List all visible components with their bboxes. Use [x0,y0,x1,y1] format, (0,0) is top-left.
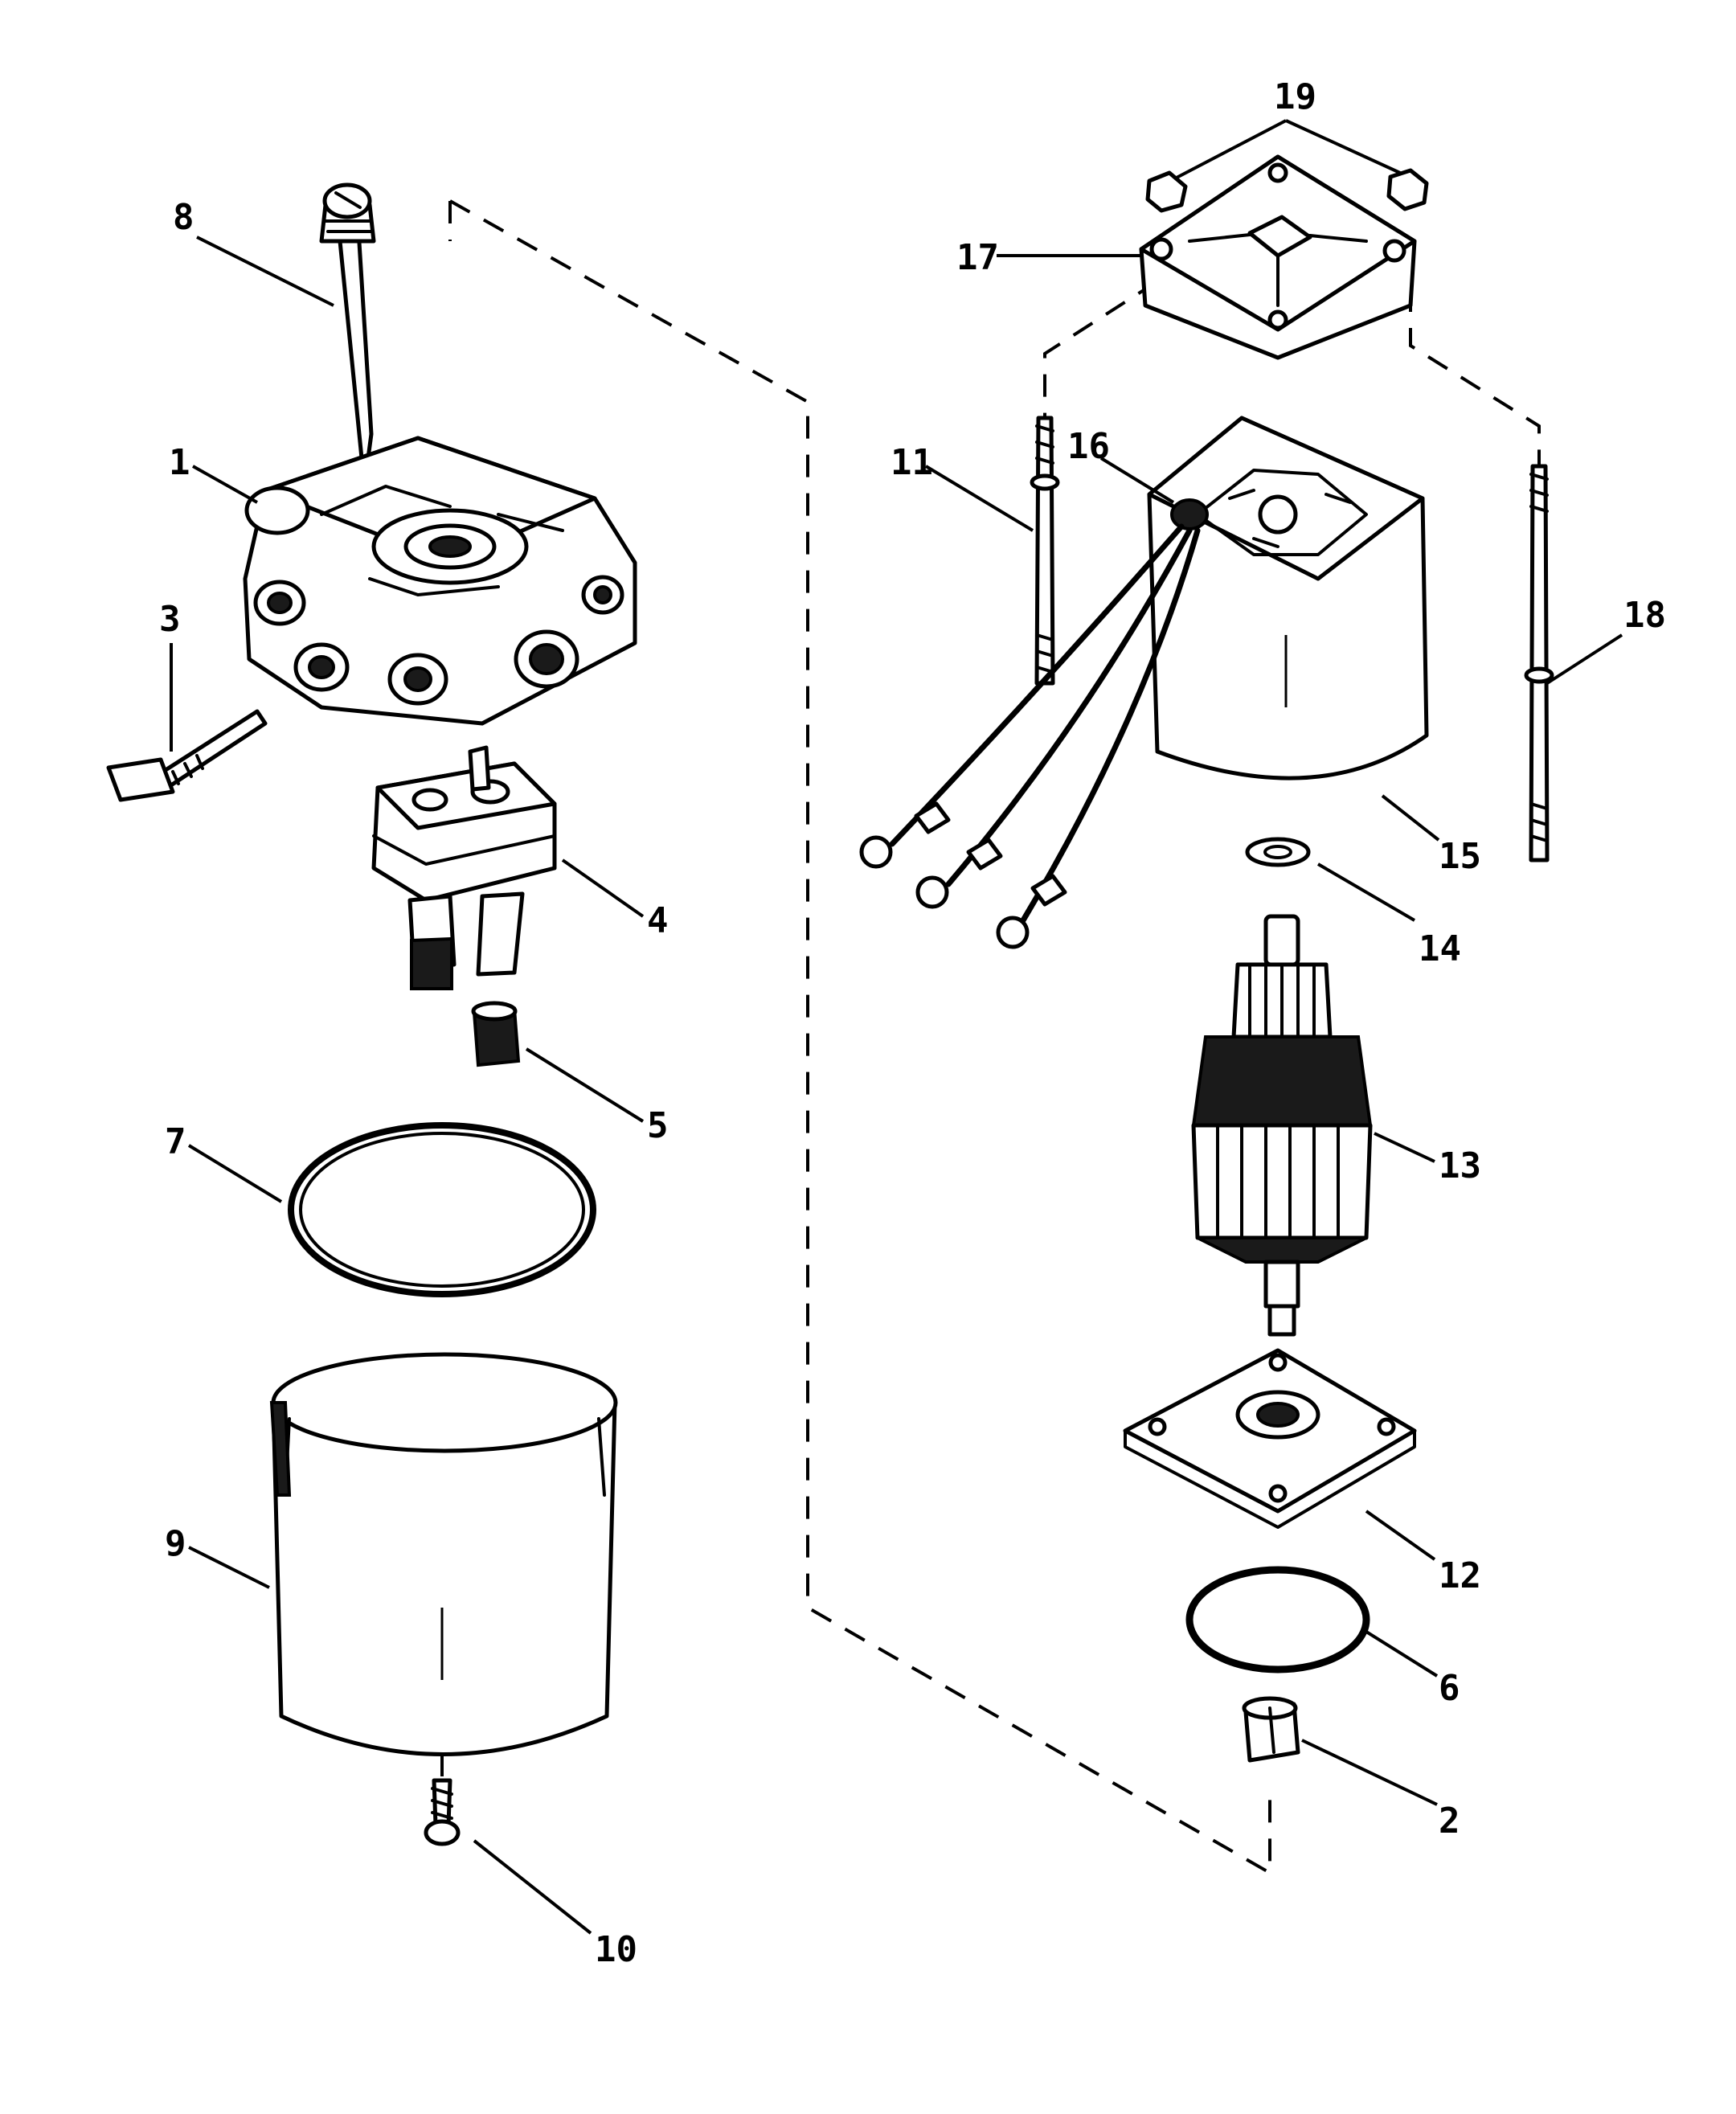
callout-6: 6 [1439,1668,1460,1709]
part-10-screw [424,1778,461,1846]
callout-2: 2 [1439,1801,1460,1842]
callout-17: 17 [956,237,999,278]
callout-8: 8 [173,197,194,238]
part-1-pump-body [243,436,637,726]
part-5-fitting [471,1001,521,1067]
part-7-o-ring [288,1122,596,1297]
callout-4: 4 [647,900,669,941]
callout-9: 9 [165,1523,186,1564]
part-19-nuts [1145,168,1429,213]
callout-14: 14 [1419,928,1461,969]
callout-5: 5 [647,1105,669,1146]
part-8-fill-plug [319,182,376,461]
callout-19: 19 [1274,76,1316,117]
assembly-guide-lines [440,199,1541,1876]
callout-13: 13 [1439,1145,1481,1186]
part-15-motor-housing [1147,416,1429,780]
leader-lines [170,119,1623,1935]
part-16-grommet-and-leads [859,498,1209,949]
part-2-coupler [1242,1696,1300,1763]
callout-16: 16 [1067,426,1110,467]
part-12-end-plate [1123,1348,1417,1529]
callout-3: 3 [159,599,181,640]
part-14-washer [1245,837,1311,867]
part-13-armature [1191,914,1373,1337]
callouts: 8 1 3 4 5 7 9 10 17 19 11 16 18 15 14 13… [159,76,1666,1970]
part-17-end-cap [1139,154,1417,360]
callout-18: 18 [1623,595,1666,636]
callout-10: 10 [595,1929,637,1970]
callout-11: 11 [891,442,933,483]
callout-12: 12 [1439,1555,1481,1596]
part-18-through-bolt [1524,464,1554,862]
part-9-reservoir [269,1352,618,1756]
part-3-valve [106,709,268,802]
part-4-valve-block [371,745,557,990]
callout-1: 1 [169,442,190,483]
part-11-through-bolt [1030,416,1060,686]
callout-7: 7 [165,1121,186,1162]
callout-15: 15 [1439,836,1481,877]
part-6-o-ring [1185,1566,1370,1674]
